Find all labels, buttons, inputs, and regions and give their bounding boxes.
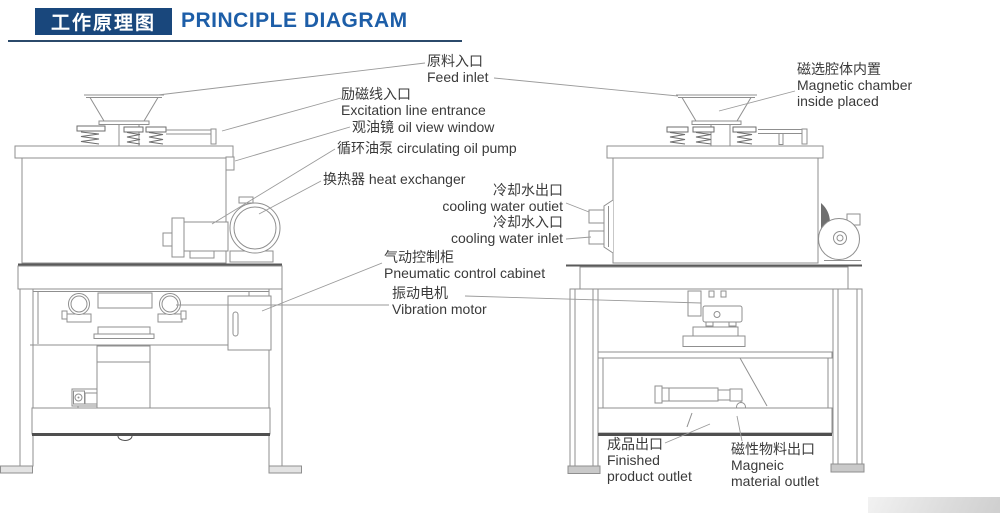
left-inner-frame — [30, 292, 250, 409]
label-circulating-oil-pump: 循环油泵 circulating oil pump — [337, 140, 517, 156]
page-title-en: PRINCIPLE DIAGRAM — [181, 9, 408, 32]
title-box-cn: 工作原理图 — [35, 8, 172, 35]
right-lower-chamber — [602, 357, 829, 408]
label-cooling-inlet-en: cooling water inlet — [450, 230, 563, 246]
label-magnetic-chamber-en2: inside placed — [797, 93, 879, 109]
right-platform — [682, 326, 746, 347]
label-magnetic-chamber: 磁选腔体内置 Magnetic chamber inside placed — [797, 61, 912, 109]
left-lid — [14, 145, 234, 159]
label-magnetic-outlet-cn: 磁性物料出口 — [731, 441, 815, 457]
leader-vibration-motor-right — [464, 295, 702, 304]
leader-heat-exchanger — [258, 180, 322, 215]
label-cooling-inlet-cn: 冷却水入口 — [493, 214, 563, 230]
label-finished-outlet-cn: 成品出口 — [607, 436, 663, 452]
right-lid — [606, 145, 824, 159]
leader-excitation — [221, 97, 342, 132]
leader-lines — [157, 62, 796, 444]
label-feed-inlet-cn: 原料入口 — [427, 53, 483, 69]
leader-feed-inlet-right — [493, 77, 679, 97]
label-pneumatic-cabinet: 气动控制柜 Pneumatic control cabinet — [384, 249, 545, 281]
leader-finished-outlet — [664, 423, 711, 444]
label-magnetic-material-outlet: 磁性物料出口 Magneic material outlet — [731, 441, 819, 489]
page-title-cn: 工作原理图 — [50, 13, 156, 34]
label-magnetic-outlet-en2: material outlet — [731, 473, 819, 489]
label-cooling-water-inlet: 冷却水入口 cooling water inlet — [451, 214, 563, 246]
leader-pneumatic-cabinet — [261, 262, 383, 312]
label-finished-outlet-en1: Finished — [607, 452, 660, 468]
label-excitation-en: Excitation line entrance — [341, 102, 486, 118]
leader-magnetic-chamber — [718, 90, 796, 112]
right-base-plate — [566, 264, 862, 290]
label-cooling-water-outlet: 冷却水出口 cooling water outiet — [442, 182, 563, 214]
label-pneumatic-cabinet-en: Pneumatic control cabinet — [384, 265, 546, 281]
label-oil-view-window: 观油镜 oil view window — [352, 119, 495, 135]
left-machine — [0, 94, 302, 474]
label-feed-inlet: 原料入口 Feed inlet — [427, 53, 488, 85]
label-finished-outlet-en2: product outlet — [607, 468, 692, 484]
label-heat-exchanger: 换热器 heat exchanger — [323, 171, 466, 187]
leader-cooling-inlet — [565, 236, 592, 240]
leader-cooling-outlet — [565, 202, 590, 213]
left-control-cabinet — [227, 295, 272, 351]
right-machine — [566, 94, 865, 474]
left-drain-assembly — [71, 388, 98, 411]
right-body — [612, 157, 819, 264]
left-legs — [0, 288, 302, 474]
label-excitation-cn: 励磁线入口 — [341, 86, 411, 102]
left-springs — [76, 125, 167, 145]
leader-feed-inlet-left — [157, 62, 426, 96]
right-pneumatic-cylinder — [654, 385, 746, 412]
label-finished-product-outlet: 成品出口 Finished product outlet — [607, 436, 692, 484]
left-heat-exchanger — [229, 196, 281, 263]
label-vibration-motor-en: Vibration motor — [392, 301, 487, 317]
leader-oil-view — [234, 126, 351, 162]
label-magnetic-chamber-en1: Magnetic chamber — [797, 77, 913, 93]
left-oil-view-port — [225, 156, 235, 171]
right-top-arm — [758, 128, 808, 145]
left-top-arm — [166, 128, 217, 145]
left-vibration-motors — [61, 293, 187, 323]
label-magnetic-chamber-cn: 磁选腔体内置 — [797, 61, 881, 77]
label-vibration-motor-cn: 振动电机 — [392, 285, 448, 301]
leader-magnetic-outlet — [736, 415, 743, 442]
right-bottom-band — [597, 407, 833, 436]
right-feed-funnel — [676, 94, 757, 146]
left-base-plate — [17, 263, 283, 292]
label-cooling-outlet-cn: 冷却水出口 — [493, 182, 563, 198]
left-bottom-band — [31, 407, 271, 441]
right-cooling-nozzles — [588, 199, 614, 254]
label-vibration-motor: 振动电机 Vibration motor — [392, 285, 487, 317]
right-legs — [567, 288, 865, 474]
label-magnetic-outlet-en1: Magneic — [731, 457, 784, 473]
label-feed-inlet-en: Feed inlet — [427, 69, 489, 85]
title-underline — [8, 40, 462, 42]
left-oil-pump — [162, 217, 229, 259]
label-excitation: 励磁线入口 Excitation line entrance — [341, 86, 486, 118]
right-springs — [666, 126, 757, 145]
label-pneumatic-cabinet-cn: 气动控制柜 — [384, 249, 454, 265]
right-fan-pump — [818, 203, 861, 261]
label-cooling-outlet-en: cooling water outiet — [442, 198, 563, 214]
right-motor-bracket — [687, 290, 743, 327]
right-beam — [597, 351, 833, 359]
leader-oil-pump — [211, 148, 336, 225]
page-corner-shadow — [868, 497, 1000, 513]
